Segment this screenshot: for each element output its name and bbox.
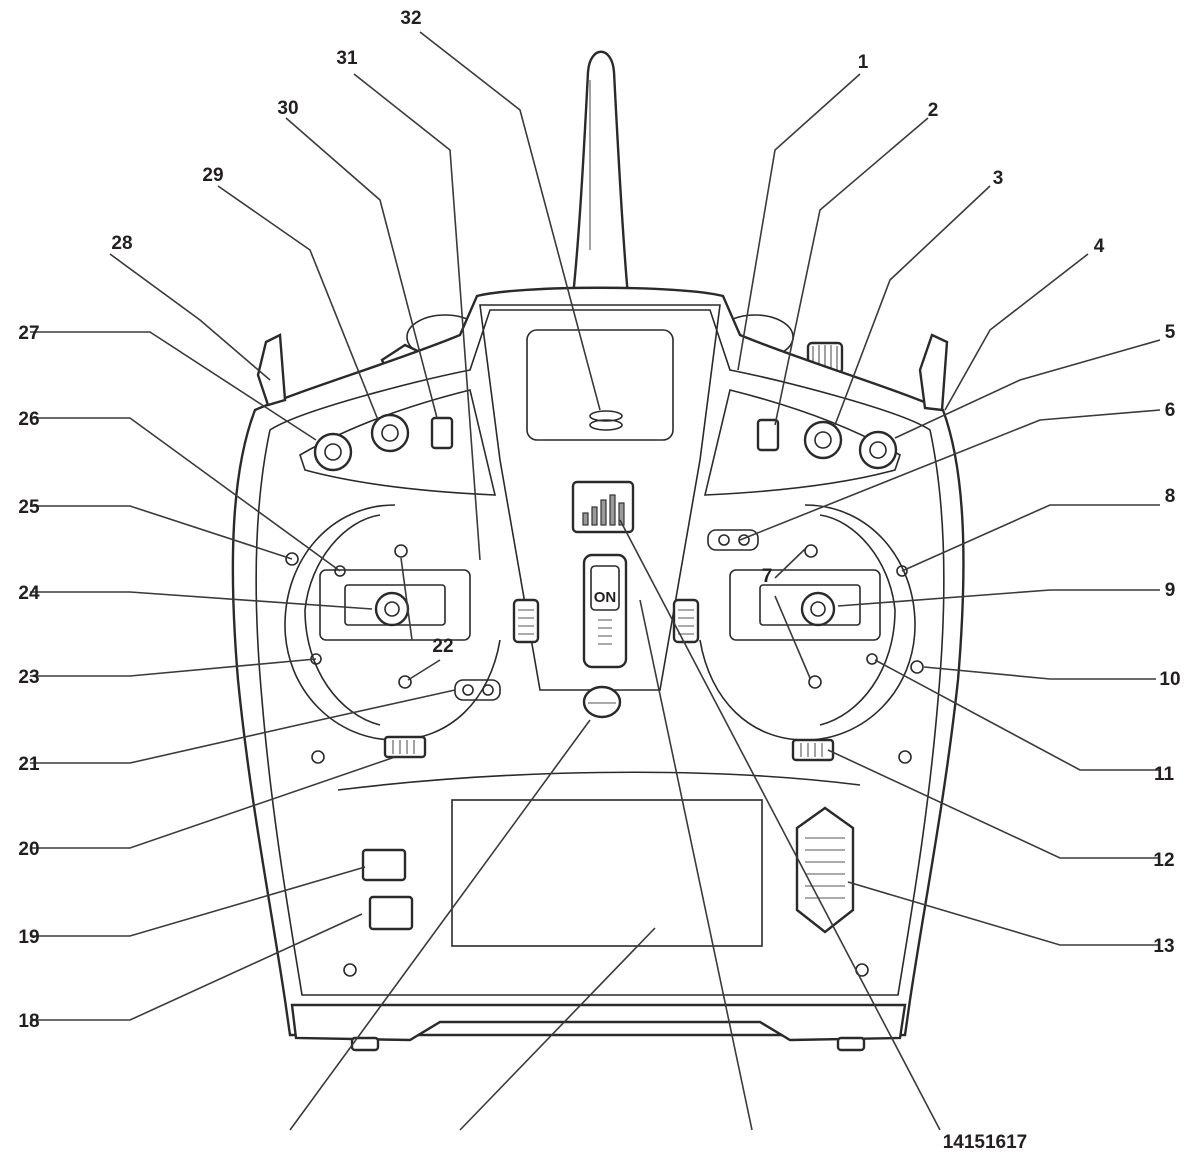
left-gimbal-screw-bottom xyxy=(398,675,412,689)
callout-26: 26 xyxy=(18,409,39,430)
center-top-window xyxy=(526,329,674,441)
callout-28: 28 xyxy=(111,233,132,254)
callout-3: 3 xyxy=(993,168,1004,189)
callout-21: 21 xyxy=(18,754,40,775)
power-switch-label: ON xyxy=(594,589,617,606)
left-shoulder-lever xyxy=(256,333,287,407)
left-switch-inner xyxy=(370,413,410,453)
callout-lines xyxy=(30,31,1161,1131)
callout-1: 1 xyxy=(858,52,869,73)
callout-4: 4 xyxy=(1094,236,1105,257)
right-switch-inner xyxy=(803,420,843,460)
callout-6: 6 xyxy=(1165,400,1176,421)
right-small-button xyxy=(756,418,780,452)
callout-18: 18 xyxy=(18,1011,39,1032)
callout-11: 11 xyxy=(1154,764,1175,785)
left-gimbal-screw-top xyxy=(394,544,408,558)
callout-19: 19 xyxy=(18,927,39,948)
callout-30: 30 xyxy=(277,98,298,119)
callout-13: 13 xyxy=(1153,936,1174,957)
left-trim-slider xyxy=(512,598,540,644)
callout-23: 23 xyxy=(18,667,39,688)
left-lower-trim xyxy=(383,735,427,759)
left-button-lower xyxy=(368,895,414,931)
callout-24: 24 xyxy=(18,583,40,604)
right-gimbal-screw-top xyxy=(804,544,818,558)
scroll-wheel xyxy=(795,806,855,934)
right-lower-trim xyxy=(791,738,835,762)
callout-10: 10 xyxy=(1159,669,1180,690)
right-shoulder-lever xyxy=(918,333,949,412)
callout-20: 20 xyxy=(18,839,39,860)
callout-27: 27 xyxy=(18,323,39,344)
callout-5: 5 xyxy=(1165,322,1176,343)
callout-7: 7 xyxy=(762,566,773,587)
power-switch: ON xyxy=(582,553,628,669)
left-button-upper xyxy=(361,848,407,882)
callout-32: 32 xyxy=(400,8,421,29)
callout-9: 9 xyxy=(1165,580,1176,601)
right-trim-slider xyxy=(672,598,700,644)
callout-12: 12 xyxy=(1153,850,1174,871)
callout-bottom-group: 14151617 xyxy=(943,1132,1028,1153)
callout-25: 25 xyxy=(18,497,40,518)
right-gimbal xyxy=(699,504,924,741)
right-gimbal-screw-bottom xyxy=(808,675,822,689)
lcd-screen xyxy=(451,799,763,947)
callout-8: 8 xyxy=(1165,486,1176,507)
callout-numbers: 1 2 3 4 5 6 7 8 9 10 11 12 13 18 19 20 2… xyxy=(18,8,1180,1153)
center-round-button xyxy=(582,685,622,719)
callout-2: 2 xyxy=(928,100,939,121)
bar-graph-button xyxy=(571,480,635,534)
left-small-button xyxy=(430,416,454,450)
transmitter-illustration: ON xyxy=(231,50,965,1052)
callout-31: 31 xyxy=(336,48,358,69)
callout-22: 22 xyxy=(432,636,453,657)
callout-29: 29 xyxy=(202,165,223,186)
antenna xyxy=(571,50,630,298)
left-switch-outer xyxy=(313,432,353,472)
right-switch-outer xyxy=(858,430,898,470)
